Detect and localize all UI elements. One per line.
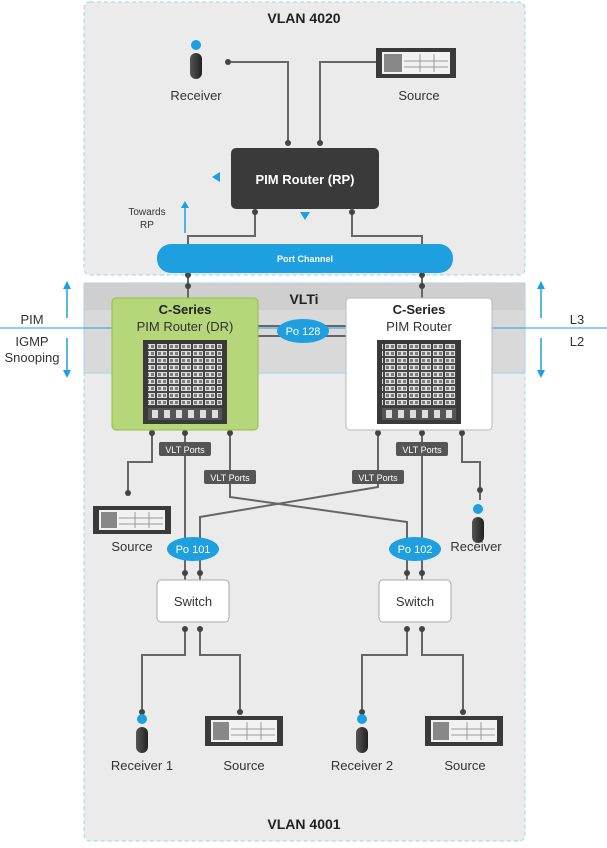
right-switch-label: Switch bbox=[396, 594, 434, 609]
right-up-arrow-icon bbox=[537, 281, 545, 318]
svg-text:VLT Ports: VLT Ports bbox=[210, 473, 250, 483]
po101-badge bbox=[167, 537, 219, 561]
vlt-ports-tag-4: VLT Ports bbox=[352, 470, 404, 484]
top-receiver-label: Receiver bbox=[170, 88, 222, 103]
left-switch-box bbox=[156, 579, 230, 623]
igmp-label-line1: IGMP bbox=[15, 334, 48, 349]
l2-label: L2 bbox=[570, 334, 584, 349]
rp-down-arrow-icon bbox=[300, 212, 310, 220]
bottom-left-source-server-icon bbox=[205, 716, 283, 746]
middle-receiver-person-icon bbox=[472, 504, 484, 543]
svg-text:VLT Ports: VLT Ports bbox=[165, 445, 205, 455]
left-switch-label: Switch bbox=[174, 594, 212, 609]
middle-source-label: Source bbox=[111, 539, 152, 554]
vlti-label: VLTi bbox=[289, 291, 318, 307]
right-chassis-icon bbox=[377, 340, 461, 424]
vlan-4020-zone bbox=[83, 1, 526, 276]
rp-router-box bbox=[231, 148, 379, 209]
right-router-series: C-Series bbox=[393, 302, 446, 317]
right-switch-box bbox=[378, 579, 452, 623]
left-chassis-icon bbox=[143, 340, 227, 424]
bottom-right-source-label: Source bbox=[444, 758, 485, 773]
top-source-server-icon bbox=[376, 48, 456, 78]
left-dr-router: C-Series PIM Router (DR) bbox=[111, 297, 259, 431]
vlan-4020-label: VLAN 4020 bbox=[267, 10, 340, 26]
port-channel-bar bbox=[157, 244, 453, 273]
bottom-left-source-label: Source bbox=[223, 758, 264, 773]
left-router-series: C-Series bbox=[159, 302, 212, 317]
po101-label: Po 101 bbox=[176, 544, 211, 556]
receiver2-person-icon bbox=[356, 714, 368, 753]
svg-text:VLT Ports: VLT Ports bbox=[402, 445, 442, 455]
l3-label: L3 bbox=[570, 312, 584, 327]
left-down-arrow-icon bbox=[63, 338, 71, 378]
po102-label: Po 102 bbox=[398, 544, 433, 556]
receiver2-label: Receiver 2 bbox=[331, 758, 393, 773]
left-up-arrow-icon bbox=[63, 281, 71, 318]
pim-label: PIM bbox=[20, 312, 43, 327]
right-router-name: PIM Router bbox=[386, 319, 452, 334]
left-router-name: PIM Router (DR) bbox=[137, 319, 234, 334]
bottom-right-source-server-icon bbox=[425, 716, 503, 746]
po102-badge bbox=[389, 537, 441, 561]
vlan-4001-label: VLAN 4001 bbox=[267, 816, 340, 832]
middle-source-server-icon bbox=[93, 506, 171, 534]
po128-label: Po 128 bbox=[286, 326, 321, 338]
vlt-ports-tag-2: VLT Ports bbox=[396, 442, 448, 456]
top-receiver-person-icon bbox=[190, 40, 202, 79]
right-router: C-Series PIM Router bbox=[345, 297, 493, 431]
rp-router-label: PIM Router (RP) bbox=[256, 172, 355, 187]
svg-text:VLT Ports: VLT Ports bbox=[358, 473, 398, 483]
receiver1-person-icon bbox=[136, 714, 148, 753]
towards-rp-arrow-icon bbox=[181, 201, 189, 233]
igmp-label-line2: Snooping bbox=[5, 350, 60, 365]
towards-rp-label-line2: RP bbox=[140, 220, 154, 231]
towards-rp-label-line1: Towards bbox=[128, 207, 165, 218]
rp-left-arrow-icon bbox=[212, 172, 220, 182]
connection-dots bbox=[125, 59, 483, 715]
top-source-label: Source bbox=[398, 88, 439, 103]
po128-badge bbox=[277, 319, 329, 343]
port-channel-label: Port Channel bbox=[277, 254, 333, 264]
middle-receiver-label: Receiver bbox=[450, 539, 502, 554]
vlt-ports-tag-1: VLT Ports bbox=[159, 442, 211, 456]
right-down-arrow-icon bbox=[537, 338, 545, 378]
vlt-ports-tag-3: VLT Ports bbox=[204, 470, 256, 484]
receiver1-label: Receiver 1 bbox=[111, 758, 173, 773]
